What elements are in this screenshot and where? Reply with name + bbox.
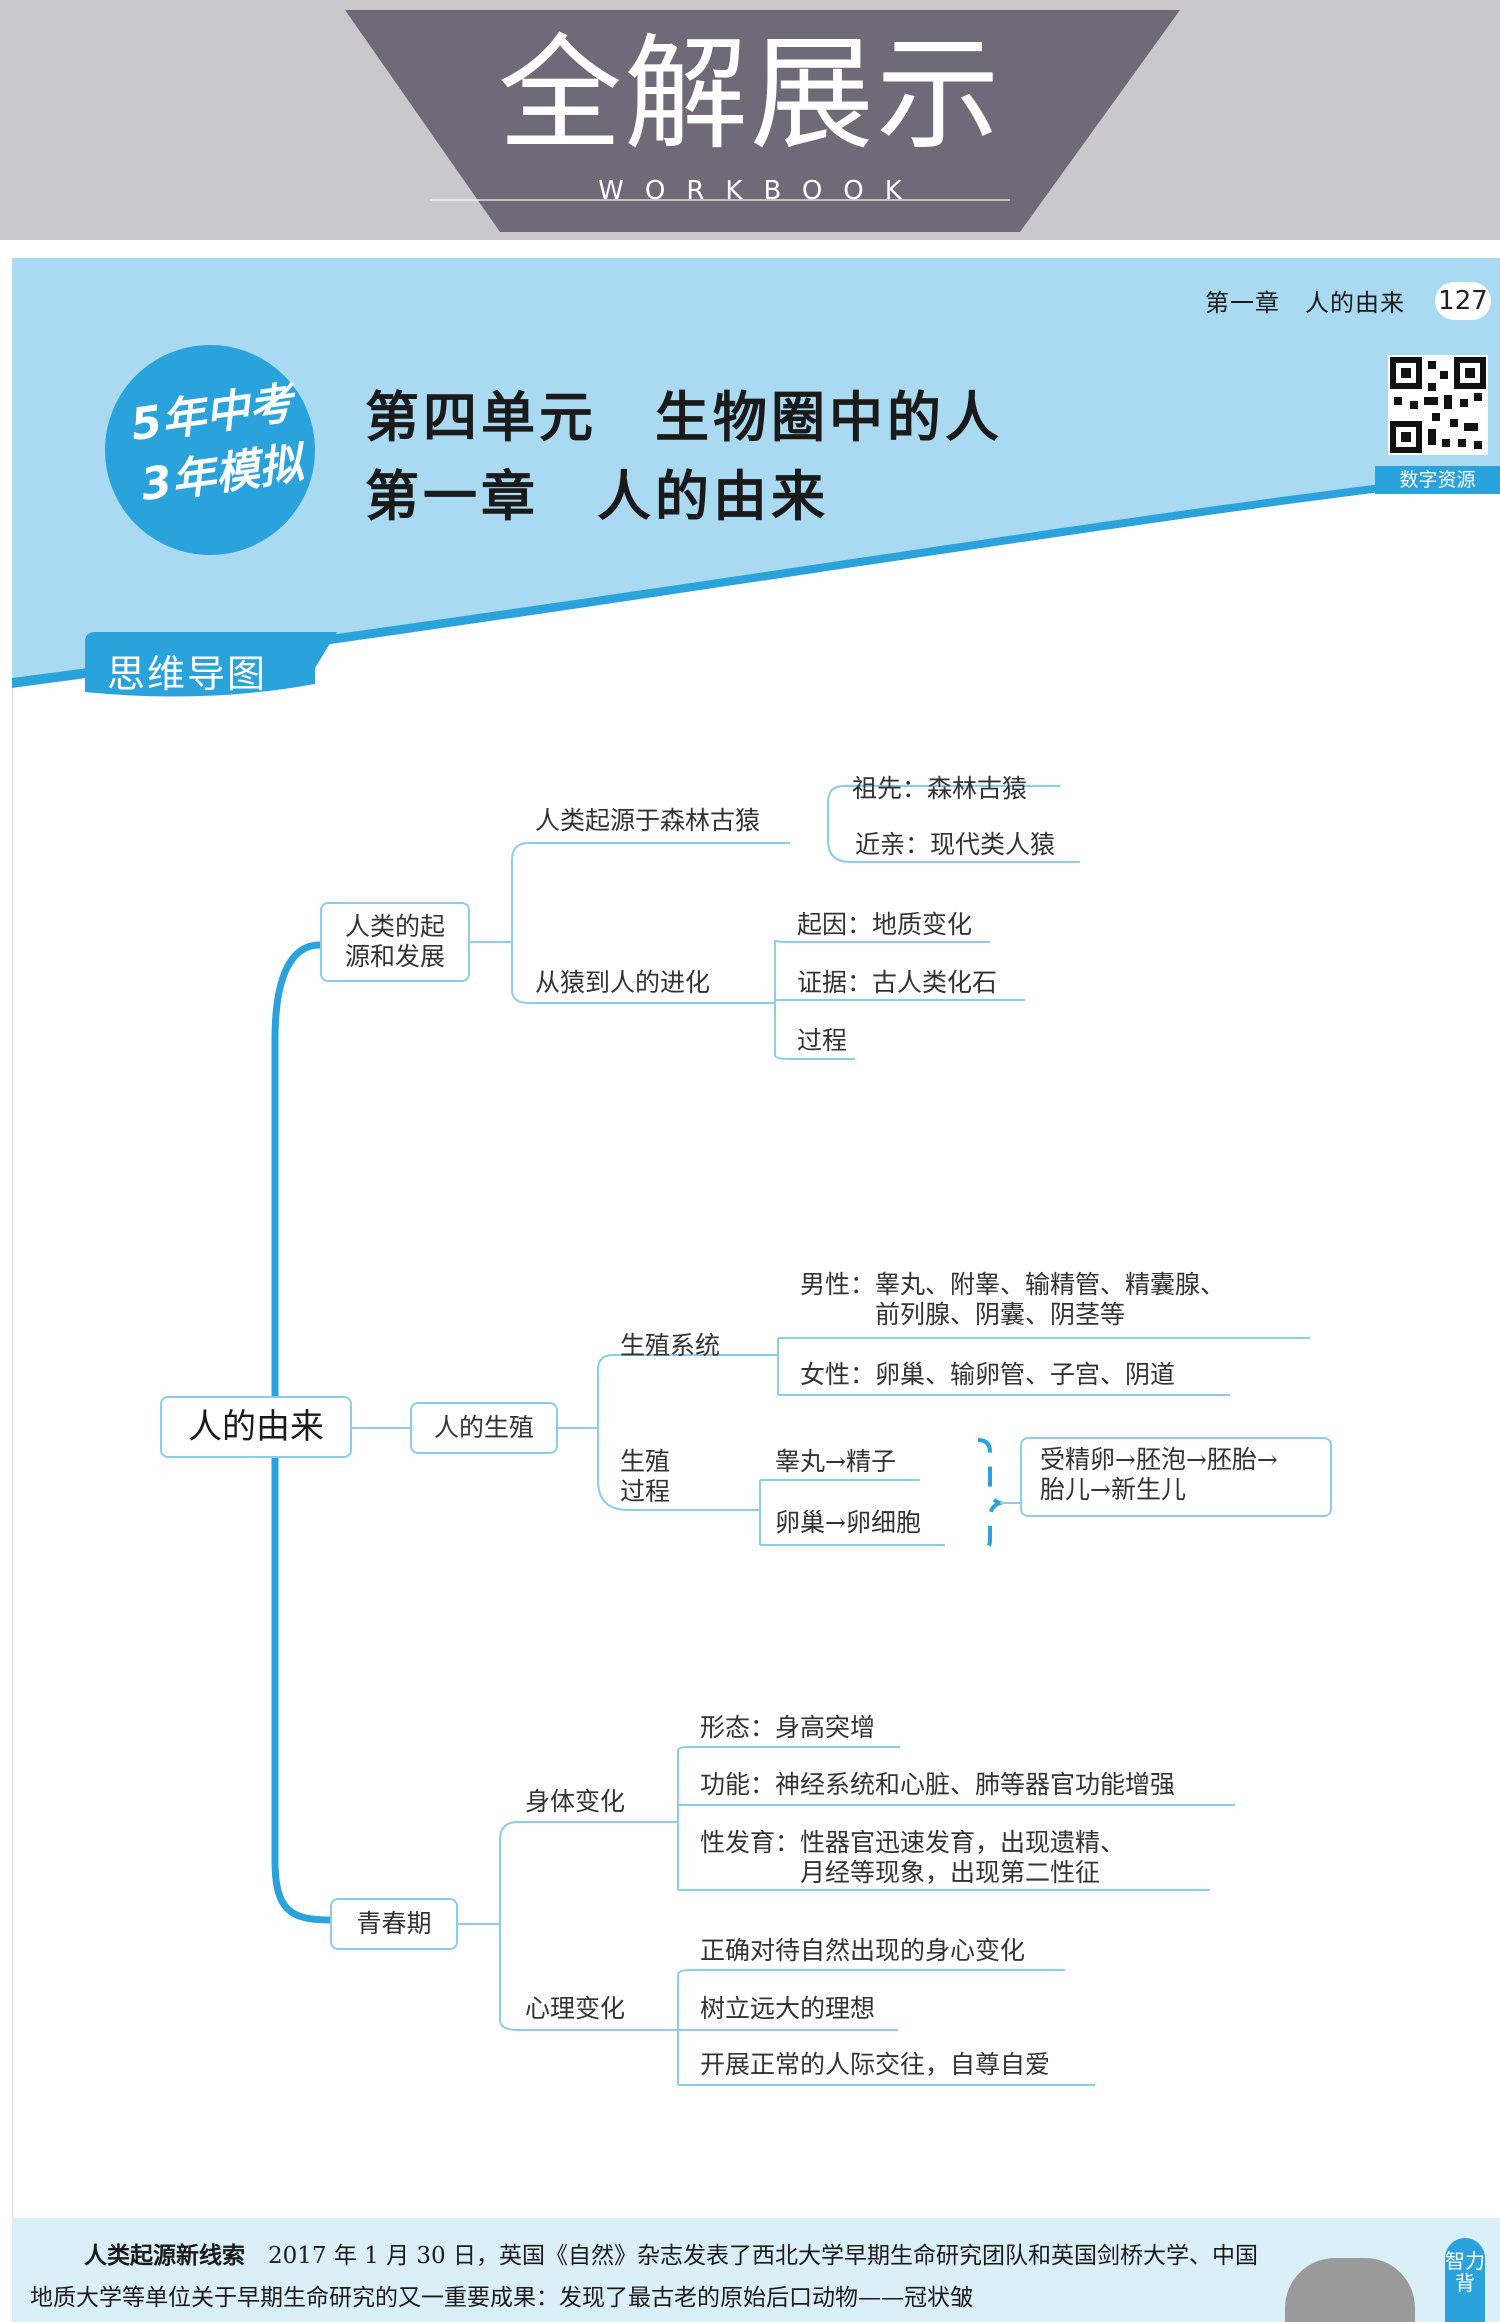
fossil-image xyxy=(1285,2258,1415,2322)
footer-paragraph: 人类起源新线索 2017 年 1 月 30 日，英国《自然》杂志发表了西北大学早… xyxy=(30,2235,1260,2319)
topic-origin-forest-ape: 人类起源于森林古猿 xyxy=(535,806,760,836)
topic-reproductive-system: 生殖系统 xyxy=(620,1331,720,1361)
leaf-sexual-development: 性发育：性器官迅速发育，出现遗精、 月经等现象，出现第二性征 xyxy=(700,1828,1125,1888)
footer-heading: 人类起源新线索 xyxy=(84,2243,245,2269)
leaf-evidence: 证据：古人类化石 xyxy=(797,968,997,998)
leaf-form: 形态：身高突增 xyxy=(700,1713,875,1743)
topic-ape-to-human: 从猿到人的进化 xyxy=(535,968,710,998)
leaf-face-changes: 正确对待自然出现的身心变化 xyxy=(700,1936,1025,1966)
leaf-ancestor: 祖先：森林古猿 xyxy=(852,774,1027,804)
leaf-female-organs: 女性：卵巢、输卵管、子宫、阴道 xyxy=(800,1360,1175,1390)
topic-mind-changes: 心理变化 xyxy=(525,1994,625,2024)
footer-side-tab: 智力背 xyxy=(1445,2238,1485,2322)
leaf-ovary-egg: 卵巢→卵细胞 xyxy=(775,1508,921,1538)
leaf-process: 过程 xyxy=(797,1026,847,1056)
mindmap-root: 人的由来 xyxy=(160,1396,352,1458)
leaf-testis-sperm: 睾丸→精子 xyxy=(775,1447,896,1477)
topic-body-changes: 身体变化 xyxy=(525,1787,625,1817)
branch-human-origin: 人类的起 源和发展 xyxy=(320,902,470,982)
branch-reproduction: 人的生殖 xyxy=(410,1402,558,1454)
leaf-ideals: 树立远大的理想 xyxy=(700,1994,875,2024)
leaf-male-organs: 男性：睾丸、附睾、输精管、精囊腺、 前列腺、阴囊、阴茎等 xyxy=(800,1270,1225,1330)
leaf-interaction: 开展正常的人际交往，自尊自爱 xyxy=(700,2050,1050,2080)
leaf-cause: 起因：地质变化 xyxy=(797,910,972,940)
leaf-function: 功能：神经系统和心脏、肺等器官功能增强 xyxy=(700,1770,1175,1800)
leaf-development-result: 受精卵→胚泡→胚胎→ 胎儿→新生儿 xyxy=(1020,1437,1332,1517)
leaf-close-relative: 近亲：现代类人猿 xyxy=(855,830,1055,860)
branch-puberty: 青春期 xyxy=(330,1898,458,1950)
topic-reproduction-process: 生殖 过程 xyxy=(620,1447,670,1507)
